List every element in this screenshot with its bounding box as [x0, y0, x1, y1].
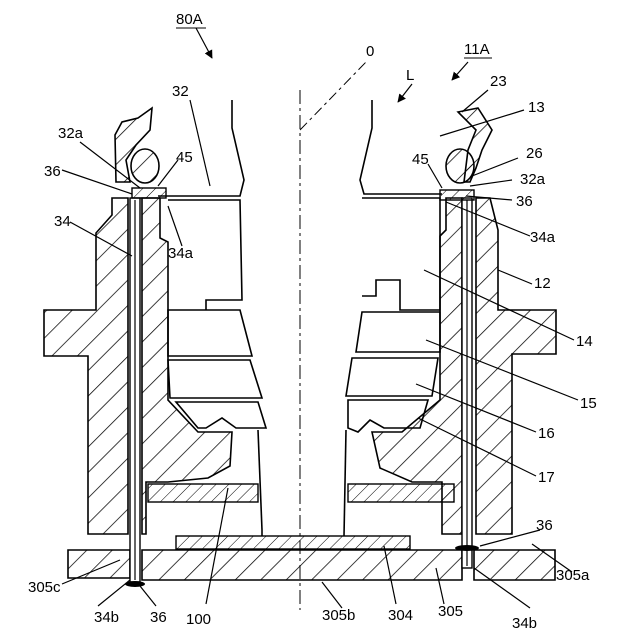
- right-lens-stack: [346, 100, 442, 432]
- label-36-lower-right: 36: [536, 517, 553, 534]
- label-80A: 80A: [176, 11, 203, 28]
- label-12: 12: [534, 275, 551, 292]
- label-34: 34: [54, 213, 71, 230]
- label-32a-right: 32a: [520, 171, 546, 188]
- label-16: 16: [538, 425, 555, 442]
- label-26: 26: [526, 145, 543, 162]
- label-36-bottom: 36: [150, 609, 167, 626]
- axis-o-line: [300, 62, 366, 130]
- label-45-left: 45: [176, 149, 193, 166]
- label-17: 17: [538, 469, 555, 486]
- label-L: L: [406, 67, 414, 84]
- label-36-upper-left: 36: [44, 163, 61, 180]
- label-305b: 305b: [322, 607, 355, 624]
- solder-joint-right: [455, 545, 479, 551]
- label-305a: 305a: [556, 567, 590, 584]
- label-36-upper-right: 36: [516, 193, 533, 210]
- label-32: 32: [172, 83, 189, 100]
- label-32a-left: 32a: [58, 125, 84, 142]
- label-100: 100: [186, 611, 211, 628]
- right-plate-32a: [440, 190, 474, 200]
- right-block: [348, 484, 454, 502]
- label-15: 15: [580, 395, 597, 412]
- substrate-304: [176, 536, 410, 549]
- label-11A: 11A: [464, 41, 490, 58]
- label-305c: 305c: [28, 579, 61, 596]
- label-304: 304: [388, 607, 413, 624]
- left-lens-stack: [158, 100, 266, 428]
- label-23: 23: [490, 73, 507, 90]
- left-block-100: [148, 484, 258, 502]
- label-305: 305: [438, 603, 463, 620]
- label-0: 0: [366, 43, 374, 60]
- label-34a-left: 34a: [168, 245, 194, 262]
- label-34b-right: 34b: [512, 615, 537, 632]
- label-45-right: 45: [412, 151, 429, 168]
- base-plate-305: [68, 550, 555, 580]
- right-seal-ring-26: [446, 149, 474, 183]
- label-34a-right: 34a: [530, 229, 556, 246]
- label-14: 14: [576, 333, 593, 350]
- label-34b-left: 34b: [94, 609, 119, 626]
- left-seal-ring: [131, 149, 159, 183]
- label-13: 13: [528, 99, 545, 116]
